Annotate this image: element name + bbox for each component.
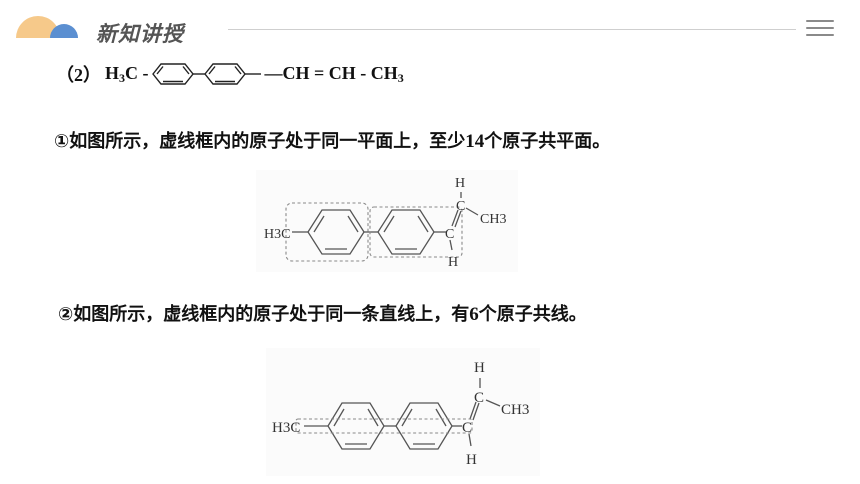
structural-formula: （2） H3C - —CH = CH - CH3 [56, 58, 404, 90]
formula-index: （2） [56, 65, 101, 85]
diagram1-side-group: CH3 [480, 212, 506, 227]
collinear-statement: ②如图所示，虚线框内的原子处于同一条直线上，有6个原子共线。 [58, 304, 587, 325]
collinear-structure-diagram: H3C H C CH3 C H [266, 348, 540, 476]
diagram2-upper-c: C [474, 390, 484, 406]
diagram1-bottom-h: H [448, 255, 458, 270]
formula-methyl: H3C - [105, 62, 149, 85]
diagram1-top-h: H [455, 176, 465, 191]
diagram1-lower-c: C [445, 227, 454, 242]
formula-chain: —CH = CH - CH3 [264, 62, 404, 85]
biphenyl-rings-icon [151, 63, 261, 85]
diagram2-lower-c: C [462, 420, 472, 436]
diagram1-upper-c: C [456, 199, 465, 214]
diagram1-methyl-label: H3C [264, 227, 290, 242]
semicircle-logo-icon [16, 16, 78, 38]
header-divider [228, 29, 796, 30]
section-title: 新知讲授 [96, 22, 184, 46]
diagram2-methyl-label: H3C [272, 420, 300, 436]
diagram2-bottom-h: H [466, 452, 477, 468]
hamburger-menu-icon[interactable] [806, 20, 834, 40]
diagram2-top-h: H [474, 360, 485, 376]
coplanar-structure-diagram: H3C H C CH3 C H [256, 170, 518, 272]
header-bar: 新知讲授 [0, 0, 860, 56]
diagram2-side-group: CH3 [501, 402, 529, 418]
coplanar-statement: ①如图所示，虚线框内的原子处于同一平面上，至少14个原子共平面。 [54, 131, 611, 152]
